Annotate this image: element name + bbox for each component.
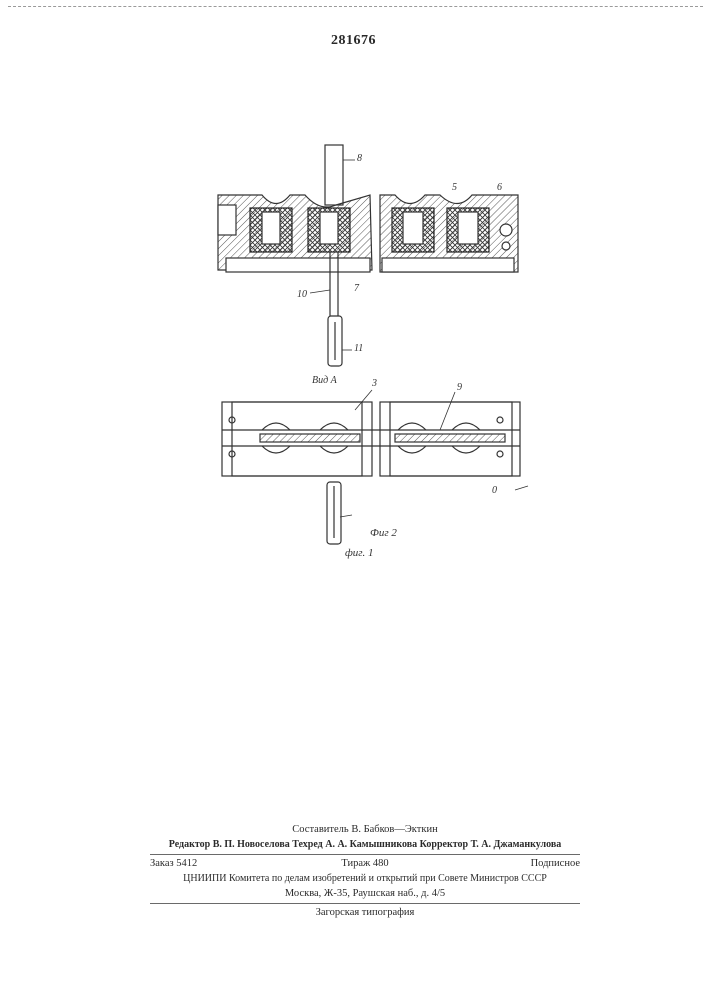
label-11: 11 [354,343,363,354]
view-a-figure [222,390,528,544]
base-plate-right [382,258,514,272]
section-view-figure-1 [218,145,518,366]
editors-line: Редактор В. П. Новоселова Техред А. А. К… [150,837,580,852]
label-8: 8 [357,153,362,164]
cavity-right-1 [403,212,423,244]
colophon-rule-1 [150,854,580,855]
bearing-right [500,224,512,236]
cavity-left-2 [320,212,338,244]
address-line: Москва, Ж-35, Раушская наб., д. 4/5 [150,886,580,901]
rail-left [260,434,360,442]
end-cap-left [218,205,236,235]
subscription: Подписное [531,856,580,871]
base-plate-left [226,258,370,272]
label-9: 9 [457,382,462,393]
circulation: Тираж 480 [150,856,580,871]
shaft-8 [325,145,343,205]
cavity-left-1 [262,212,280,244]
cavity-right-2 [458,212,478,244]
label-fig-1: фиг. 1 [345,547,373,559]
label-10: 10 [297,289,307,300]
order-line: Заказ 5412 Тираж 480 Подписное [150,856,580,871]
rail-right [395,434,505,442]
label-0: 0 [492,485,497,496]
colophon-rule-2 [150,903,580,904]
label-view-a: Вид А [312,375,337,386]
label-5: 5 [452,182,457,193]
printer-line: Загорская типография [150,905,580,920]
compiler-line: Составитель В. Бабков—Экткин [150,822,580,837]
label-6: 6 [497,182,502,193]
label-3: 3 [372,378,377,389]
label-fig-2: Фиг 2 [370,527,397,539]
colophon: Составитель В. Бабков—Экткин Редактор В.… [150,822,580,920]
label-7: 7 [354,283,359,294]
institute-line: ЦНИИПИ Комитета по делам изобретений и о… [150,871,580,886]
